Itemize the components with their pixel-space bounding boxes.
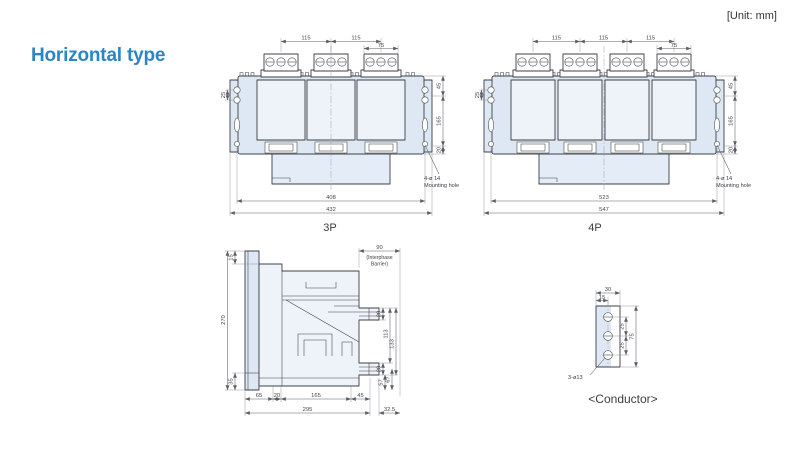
dim-top: 45 [729, 83, 735, 89]
caption-conductor: <Conductor> [588, 392, 658, 406]
dim-pitch2: 115 [599, 36, 608, 42]
dim-stub2: 20 [377, 366, 383, 372]
side-body [244, 248, 401, 396]
mounting-slots [487, 86, 721, 147]
drawing-3p: 115 115 75 25 45 165 20 408 432 4-ø 14 M… [221, 36, 459, 216]
dim-b1: 65 [256, 393, 262, 399]
dim-pitch1: 115 [552, 36, 561, 42]
dim-mid2: 133 [390, 339, 396, 349]
dim-mid1: 113 [384, 329, 390, 338]
dim-pitch2: 25 [620, 342, 626, 348]
dim-b4: 45 [357, 393, 363, 399]
dim-foot: 20 [437, 147, 443, 153]
mounting-hole-note-1: 4-ø 14 [716, 176, 732, 182]
dim-height: 165 [729, 116, 735, 126]
dim-height: 270 [221, 315, 227, 325]
dim-half: 15 [599, 295, 605, 301]
dim-base: 295 [303, 407, 313, 413]
dim-inner-width: 408 [326, 195, 336, 201]
drawing-side: 90 (Interphase Barrier) 15 270 35 65 20 … [221, 245, 401, 416]
mounting-hole-note-1: 4-ø 14 [424, 176, 440, 182]
terminal-screws [265, 57, 397, 67]
dim-pitch1: 115 [301, 36, 310, 42]
conductor-hole-note: 3-ø13 [568, 375, 583, 381]
p3-poles [256, 79, 406, 154]
barrier-note-2: Barrier) [371, 262, 389, 268]
drawing-4p: 115 115 115 75 25 45 165 20 523 547 4-ø … [475, 36, 751, 216]
dim-inner-width: 523 [599, 195, 609, 201]
conductor-body [595, 300, 621, 368]
page-title: Horizontal type [31, 45, 166, 66]
dim-overall-width: 432 [326, 207, 336, 213]
dim-term-width: 75 [671, 43, 677, 49]
dim-top: 45 [437, 83, 443, 89]
dim-low1: 57 [379, 379, 385, 385]
dim-height: 75 [630, 333, 636, 339]
mounting-slots [233, 86, 429, 147]
mounting-hole-note-2: Mounting hole [716, 183, 751, 189]
dim-slot: 25 [475, 92, 481, 98]
dim-height: 165 [437, 116, 443, 126]
drawing-conductor: 30 15 25 25 75 3-ø13 [568, 287, 639, 381]
dim-foot: 35 [229, 378, 235, 384]
dim-b3: 165 [311, 393, 321, 399]
caption-3p: 3P [323, 222, 337, 234]
mounting-hole-note-2: Mounting hole [424, 183, 459, 189]
dim-pitch2: 115 [351, 36, 360, 42]
dim-pitch3: 115 [646, 36, 655, 42]
p3-dimensions: 115 115 75 25 45 165 20 408 432 4-ø 14 M… [221, 36, 459, 216]
barrier-note-1: (Interphase [366, 255, 392, 261]
unit-label: [Unit: mm] [726, 10, 777, 22]
terminal-screws [517, 57, 690, 67]
dim-plate-top: 15 [229, 254, 235, 260]
dim-b2: 20 [274, 393, 280, 399]
conductor-dimensions: 30 15 25 25 75 3-ø13 [568, 287, 639, 381]
dim-overall-width: 547 [599, 207, 609, 213]
dim-low2: 67 [386, 376, 392, 382]
dim-pitch1: 25 [620, 323, 626, 329]
dim-barrier: 90 [376, 245, 382, 251]
side-dimensions: 90 (Interphase Barrier) 15 270 35 65 20 … [221, 245, 401, 416]
p4-terminals [512, 53, 695, 78]
dim-slot: 25 [221, 92, 227, 98]
p4-dimensions: 115 115 115 75 25 45 165 20 523 547 4-ø … [475, 36, 751, 216]
dim-foot: 20 [729, 147, 735, 153]
dim-stub1: 20 [377, 311, 383, 317]
caption-4p: 4P [588, 222, 602, 234]
dim-term-width: 75 [378, 43, 384, 49]
dim-width: 30 [605, 287, 611, 293]
p4-poles [510, 79, 697, 154]
dim-offset: 32.5 [384, 407, 395, 413]
